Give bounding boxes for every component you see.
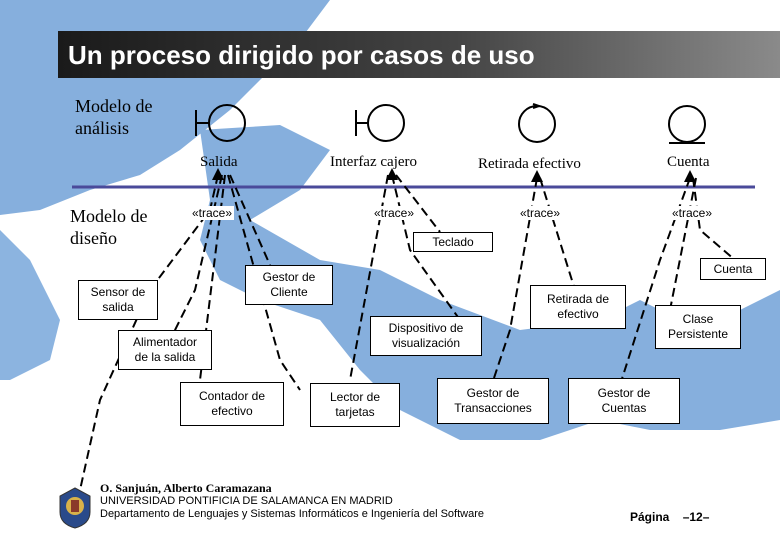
arrowhead <box>531 170 543 182</box>
arrowhead <box>212 168 224 180</box>
trace-label: «trace» <box>372 206 417 220</box>
arrowhead <box>684 170 696 182</box>
class-label-salida: Salida <box>200 154 238 170</box>
dependency-line <box>79 174 219 491</box>
university-logo <box>59 487 91 529</box>
dependency-line <box>229 174 271 266</box>
interfaz-cajero-boundary-icon <box>355 104 405 142</box>
dependency-line <box>489 177 538 391</box>
class-label-interfaz-cajero: Interfaz cajero <box>330 154 418 170</box>
trace-label: «trace» <box>670 206 715 220</box>
dependency-line <box>619 177 691 386</box>
design-class-contador-efectivo: Contador de efectivo <box>180 382 284 426</box>
cuenta-entity-icon <box>668 105 706 144</box>
design-class-alimentador-salida: Alimentador de la salida <box>118 330 212 370</box>
design-class-lector-tarjetas: Lector de tarjetas <box>310 383 400 427</box>
footer-department: Departamento de Lenguajes y Sistemas Inf… <box>100 508 484 520</box>
dependency-line <box>391 174 461 321</box>
dependency-line <box>395 174 441 233</box>
design-class-gestor-cliente: Gestor de Cliente <box>245 265 333 305</box>
footer-author: O. Sanjuán, Alberto Caramazana <box>100 481 272 495</box>
footer: O. Sanjuán, Alberto Caramazana UNIVERSID… <box>100 482 484 521</box>
arrowhead <box>386 168 398 180</box>
dependency-line <box>169 174 223 341</box>
dependency-line <box>692 177 736 261</box>
trace-label: «trace» <box>190 206 235 220</box>
design-class-retirada-efectivo: Retirada de efectivo <box>530 285 626 329</box>
slide-title: Un proceso dirigido por casos de uso <box>68 40 535 70</box>
dependency-line <box>227 174 301 391</box>
page-value: –12– <box>682 510 710 524</box>
design-class-dispositivo-visualizacion: Dispositivo de visualización <box>370 316 482 356</box>
design-class-sensor-salida: Sensor de salida <box>78 280 158 320</box>
footer-university: UNIVERSIDAD PONTIFICIA DE SALAMANCA EN M… <box>100 495 393 507</box>
class-label-retirada-efectivo: Retirada efectivo <box>478 156 581 172</box>
title-bar <box>58 31 780 78</box>
analysis-model-label: Modelo de análisis <box>75 96 153 138</box>
page-label: Página <box>630 510 670 524</box>
retirada-efectivo-control-icon <box>518 103 556 143</box>
design-class-clase-persistente: Clase Persistente <box>655 305 741 349</box>
design-class-teclado: Teclado <box>413 232 493 252</box>
dependency-line <box>669 177 697 311</box>
design-model-label: Modelo de diseño <box>70 206 148 248</box>
salida-boundary-icon <box>195 104 246 142</box>
class-label-cuenta: Cuenta <box>667 154 710 170</box>
design-class-gestor-transacciones: Gestor de Transacciones <box>437 378 549 424</box>
trace-label: «trace» <box>518 206 563 220</box>
dependency-line <box>539 177 576 291</box>
design-class-gestor-cuentas: Gestor de Cuentas <box>568 378 680 424</box>
design-class-cuenta: Cuenta <box>700 258 766 280</box>
page-number: Página –12– <box>630 510 709 524</box>
